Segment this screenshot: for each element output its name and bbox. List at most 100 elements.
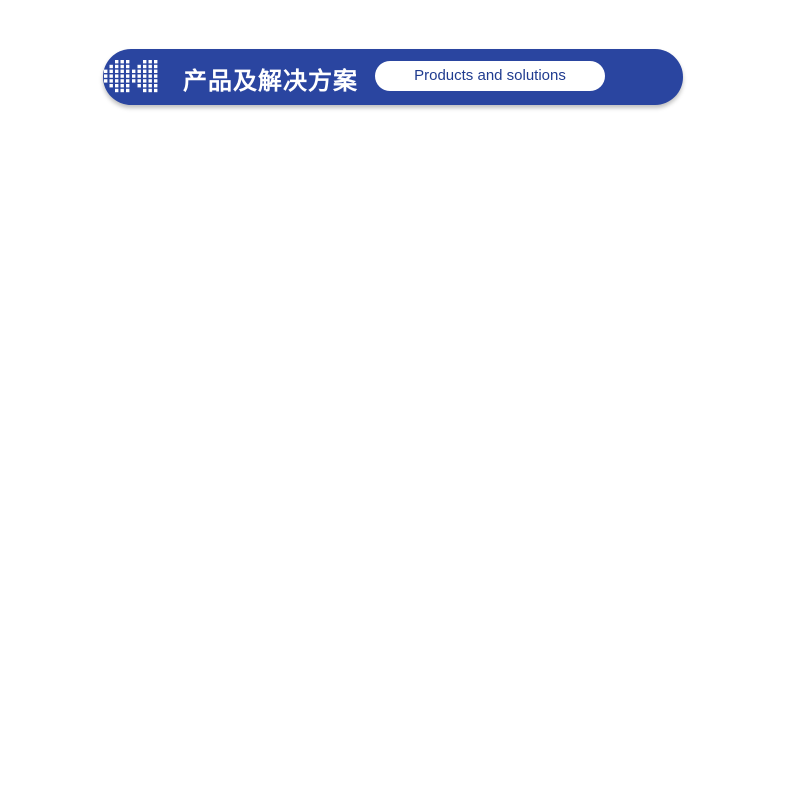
dot (154, 84, 158, 88)
bubble-label: 灭火装置 (159, 379, 207, 393)
dot (109, 64, 113, 69)
svg-text:智慧能源: 智慧能源 (415, 495, 463, 510)
dot (126, 69, 130, 73)
dot (115, 74, 119, 78)
dot (148, 88, 152, 93)
bubble-label: 智慧灯杆 (442, 640, 490, 655)
section-header: 产品及解决方案 Products and solutions (103, 49, 683, 105)
svg-text:数字技术: 数字技术 (326, 435, 374, 450)
svg-text:数智化: 数智化 (421, 435, 457, 450)
product-bubble[interactable]: 智能断路器 (469, 211, 541, 283)
product-bubble[interactable]: 智慧灯杆 (430, 611, 502, 683)
dot (104, 74, 108, 78)
core-circle (259, 311, 513, 565)
bubble-label: 防火限流 (159, 446, 207, 461)
ring-segment[interactable]: 智慧安全用电 (412, 524, 512, 601)
dot (126, 79, 130, 83)
bubble-label: 火灾智能 (159, 361, 207, 376)
svg-text:电气安全: 电气安全 (326, 465, 374, 480)
capability-cell: 数字技术 (297, 429, 403, 457)
ring-segment-label: 智慧照明 (496, 456, 535, 521)
product-bubble[interactable]: 电力运维 (219, 214, 291, 286)
dot (143, 69, 147, 73)
dot (120, 74, 124, 78)
dot (115, 64, 119, 69)
dot (120, 84, 124, 88)
dot (109, 69, 113, 73)
dot (143, 84, 147, 88)
dot (154, 64, 158, 69)
dot (137, 84, 141, 88)
dot (109, 84, 113, 88)
bubble-label: 电力运维 (231, 244, 279, 258)
ring-segment[interactable]: 建筑设备节能一体化系统 (220, 272, 386, 429)
ring-segment[interactable]: 智慧数字工厂 (308, 554, 410, 605)
dot (137, 74, 141, 78)
dot (109, 74, 113, 78)
product-bubble[interactable]: 智慧城市 (197, 576, 269, 648)
dot (154, 74, 158, 78)
bubble-label: 设备 (292, 660, 316, 674)
bubble-label: 智能网关 (159, 541, 207, 556)
headline: 用数字技术做电气安全与节能 (301, 406, 470, 422)
dot (109, 79, 113, 83)
background-disc (108, 181, 694, 767)
dot (143, 64, 147, 69)
dot (154, 79, 158, 83)
dot (115, 79, 119, 83)
dot (148, 69, 152, 73)
product-bubble[interactable]: 智能照明 (534, 271, 606, 343)
ring-segment[interactable]: 智慧照明 (493, 447, 552, 538)
bubble-label: 建筑设备 (173, 295, 221, 310)
dot (143, 88, 147, 93)
dot (115, 69, 119, 73)
bubble-label: 设备(BA) (312, 223, 362, 237)
logo-cn: 风特 (334, 363, 358, 378)
capability-cell: 智慧安全用电 (403, 459, 475, 487)
product-bubble[interactable]: 智能网关 (147, 512, 219, 584)
dot (148, 74, 152, 78)
dot (115, 84, 119, 88)
logo-slogan: —为你而卓越！— (382, 380, 438, 389)
ring-segment[interactable]: 城市生命线工程监测系统 (395, 272, 552, 436)
bubble-label: 控制器 (405, 224, 441, 238)
product-bubble[interactable]: 智慧路灯 (505, 570, 577, 642)
product-bubble[interactable]: 城市生命线工程监测 (571, 426, 643, 498)
dot (120, 60, 124, 64)
arc-label-distribution: 配电侧（配电房、室内配电箱、路灯配电箱） (205, 260, 344, 408)
dot-grid-icon (132, 60, 158, 93)
dot-grid-icon (104, 60, 130, 93)
dot (132, 79, 136, 83)
dot (148, 60, 152, 64)
bubble-label: 智能照明 (546, 300, 594, 315)
dot (148, 64, 152, 69)
capability-cell: 节能 (297, 489, 403, 517)
ring-segment-label: 智慧安全用电 (412, 524, 500, 586)
dot (137, 64, 141, 69)
arc-label-user: 用户侧（公共商业空间、居民住宅、公寓宿舍） (453, 270, 571, 444)
dot (143, 60, 147, 64)
core-panel: 用数字技术做电气安全与节能 数字技术 数智化电气安全 智慧安全用电节能智慧能源 (297, 399, 475, 517)
dot (126, 60, 130, 64)
product-bubble[interactable]: 智能疏散 (547, 505, 619, 577)
section-subtitle: Products and solutions (375, 61, 605, 91)
dot (143, 79, 147, 83)
dot (120, 69, 124, 73)
svg-text:智慧安全用电: 智慧安全用电 (409, 467, 469, 480)
dot (104, 69, 108, 73)
ring-segment[interactable]: 智慧城市（智慧校园 (220, 438, 315, 579)
dot (120, 64, 124, 69)
dot (115, 88, 119, 93)
bubble-label: 保护器 (165, 464, 201, 478)
bubble-label: 城市生命线 (577, 447, 637, 462)
bubble-label: 智能空调 (399, 206, 447, 221)
